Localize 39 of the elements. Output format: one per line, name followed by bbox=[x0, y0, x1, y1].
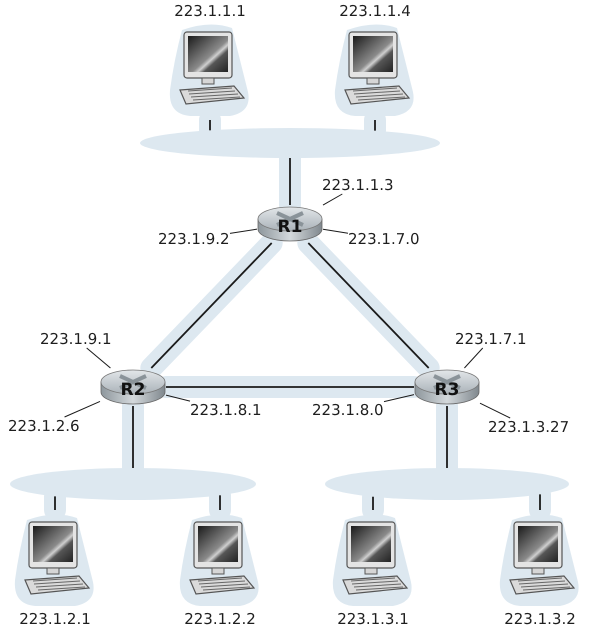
leader-line bbox=[322, 194, 343, 206]
network-link bbox=[446, 406, 448, 468]
interface-address: 223.1.2.6 bbox=[8, 417, 80, 435]
leader-line bbox=[64, 400, 100, 418]
leader-line bbox=[86, 348, 111, 368]
network-link bbox=[289, 158, 291, 205]
leader-line bbox=[480, 402, 511, 418]
network-link bbox=[54, 496, 56, 510]
ip-address: 223.1.3.1 bbox=[337, 610, 409, 628]
network-link bbox=[539, 494, 541, 510]
leader-line bbox=[322, 228, 348, 234]
interface-address: 223.1.7.0 bbox=[348, 230, 420, 248]
interface-address: 223.1.7.1 bbox=[455, 330, 527, 348]
ip-address: 223.1.1.4 bbox=[339, 2, 411, 20]
network-link bbox=[374, 120, 376, 131]
network-link bbox=[308, 242, 430, 369]
interface-address: 223.1.8.0 bbox=[312, 401, 384, 419]
interface-address: 223.1.1.3 bbox=[322, 176, 394, 194]
interface-address: 223.1.3.27 bbox=[488, 418, 570, 436]
network-link bbox=[150, 242, 272, 369]
router-name: R2 bbox=[120, 381, 146, 399]
network-link bbox=[372, 496, 374, 510]
network-link bbox=[219, 495, 221, 510]
interface-address: 223.1.9.1 bbox=[40, 330, 112, 348]
interface-address: 223.1.8.1 bbox=[190, 401, 262, 419]
leader-line bbox=[166, 394, 190, 402]
interface-address: 223.1.9.2 bbox=[158, 230, 230, 248]
network-link bbox=[132, 406, 134, 468]
ip-address: 223.1.2.1 bbox=[19, 610, 91, 628]
ip-address: 223.1.2.2 bbox=[184, 610, 256, 628]
leader-line bbox=[384, 394, 414, 402]
ip-address: 223.1.1.1 bbox=[174, 2, 246, 20]
leader-line bbox=[230, 228, 258, 234]
leader-line bbox=[464, 348, 484, 368]
network-link bbox=[209, 120, 211, 130]
router-name: R1 bbox=[278, 218, 302, 236]
router-name: R3 bbox=[434, 381, 460, 399]
ip-address: 223.1.3.2 bbox=[504, 610, 576, 628]
network-link bbox=[166, 386, 414, 388]
